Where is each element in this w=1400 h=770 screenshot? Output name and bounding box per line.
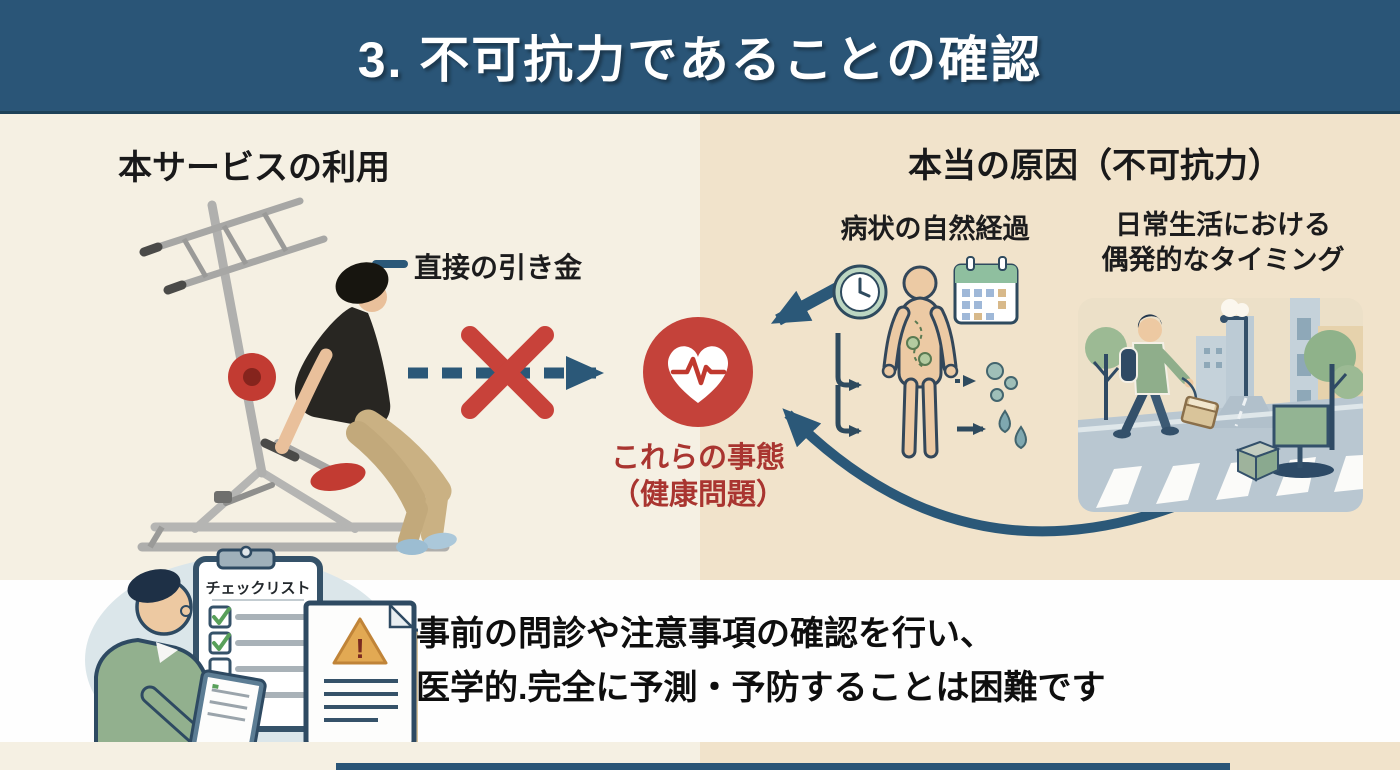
bottom-note-line2: 医学的.完全に予測・予防することは困難です bbox=[416, 668, 1106, 707]
dropped-package bbox=[1180, 395, 1220, 430]
checklist-illustration: チェックリスト ! bbox=[85, 545, 418, 770]
clock-icon bbox=[832, 264, 888, 320]
calendar-icon bbox=[953, 256, 1019, 325]
right-section-title: 本当の原因（不可抗力） bbox=[908, 147, 1282, 185]
warning-document-icon: ! bbox=[303, 600, 417, 748]
pedestrian bbox=[1113, 314, 1194, 439]
shoe bbox=[396, 539, 428, 555]
trigger-label: 直接の引き金 bbox=[414, 252, 583, 283]
shoe bbox=[423, 532, 457, 550]
legend-dash bbox=[372, 260, 408, 268]
bottom-note-line1: 事前の問診や注意事項の確認を行い、 bbox=[416, 615, 994, 653]
outcome-caption: これらの事態 （健康問題） bbox=[610, 442, 785, 512]
warning-triangle-icon bbox=[332, 617, 388, 665]
bottom-note: 事前の問診や注意事項の確認を行い、 医学的.完全に予測・予防することは困難です bbox=[416, 608, 1105, 715]
clipboard-icon: チェックリスト bbox=[193, 545, 323, 732]
heart-icon bbox=[643, 317, 753, 427]
title-bar: 3. 不可抗力であることの確認 bbox=[0, 0, 1400, 114]
person-torso bbox=[294, 307, 391, 428]
street-scene-illustration bbox=[1078, 298, 1363, 512]
checklist-title: チェックリスト bbox=[205, 580, 310, 597]
cause-natural-label: 病状の自然経過 bbox=[840, 214, 1030, 244]
natural-course-diagram bbox=[832, 256, 1027, 459]
left-section-title: 本サービスの利用 bbox=[118, 149, 390, 187]
cause-timing-label: 日常生活における 偶発的なタイミング bbox=[1101, 210, 1345, 276]
svg-text:!: ! bbox=[355, 633, 364, 664]
page-title: 3. 不可抗力であることの確認 bbox=[357, 31, 1043, 88]
exercise-machine-illustration bbox=[137, 197, 457, 555]
human-figure bbox=[881, 265, 959, 459]
footer-bar bbox=[336, 763, 1230, 770]
